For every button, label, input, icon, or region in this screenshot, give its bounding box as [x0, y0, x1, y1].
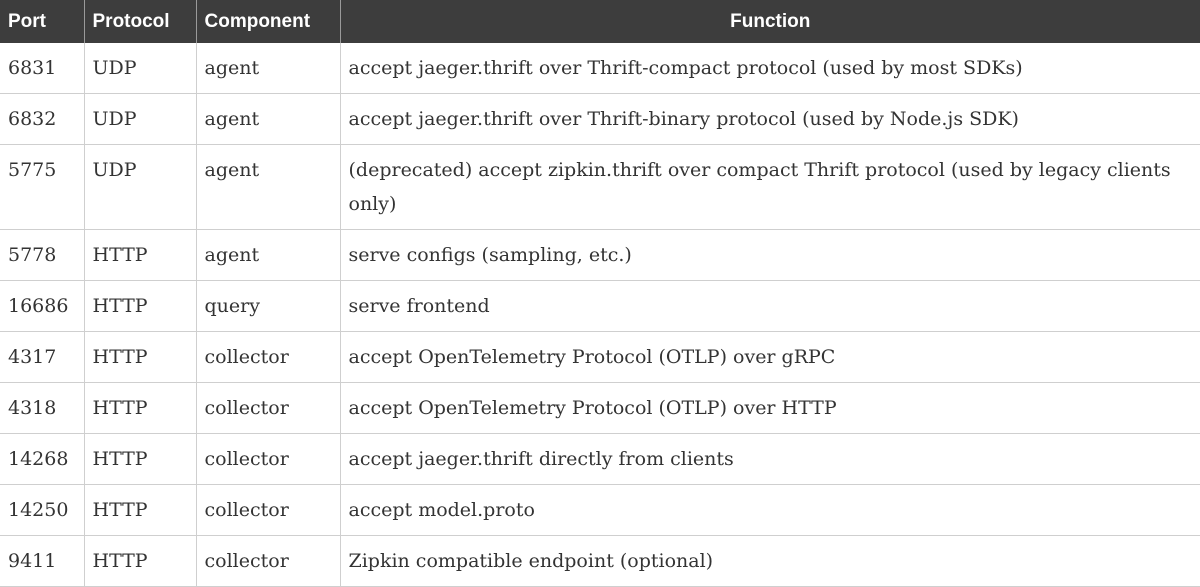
- port-cell: 4317: [0, 331, 85, 383]
- component-cell: collector: [196, 433, 341, 485]
- component-cell: agent: [196, 93, 341, 145]
- protocol-cell: UDP: [84, 144, 197, 230]
- table-row: 9411 HTTP collector Zipkin compatible en…: [0, 535, 1200, 587]
- port-cell: 16686: [0, 280, 85, 332]
- port-cell: 9411: [0, 535, 85, 587]
- port-cell: 6832: [0, 93, 85, 145]
- protocol-cell: HTTP: [84, 229, 197, 281]
- protocol-cell: HTTP: [84, 484, 197, 536]
- table-row: 4317 HTTP collector accept OpenTelemetry…: [0, 331, 1200, 383]
- table-row: 14268 HTTP collector accept jaeger.thrif…: [0, 433, 1200, 485]
- table-row: 6832 UDP agent accept jaeger.thrift over…: [0, 93, 1200, 145]
- function-cell: Zipkin compatible endpoint (optional): [340, 535, 1200, 587]
- function-cell: serve frontend: [340, 280, 1200, 332]
- protocol-cell: HTTP: [84, 331, 197, 383]
- table-row: 4318 HTTP collector accept OpenTelemetry…: [0, 382, 1200, 434]
- protocol-cell: HTTP: [84, 535, 197, 587]
- protocol-cell: HTTP: [84, 382, 197, 434]
- port-cell: 14250: [0, 484, 85, 536]
- header-protocol: Protocol: [84, 0, 197, 43]
- component-cell: collector: [196, 535, 341, 587]
- function-cell: serve configs (sampling, etc.): [340, 229, 1200, 281]
- component-cell: collector: [196, 484, 341, 536]
- port-cell: 6831: [0, 43, 85, 94]
- header-row: Port Protocol Component Function: [0, 0, 1200, 43]
- header-port: Port: [0, 0, 85, 43]
- table-row: 6831 UDP agent accept jaeger.thrift over…: [0, 43, 1200, 94]
- table-row: 5778 HTTP agent serve configs (sampling,…: [0, 229, 1200, 281]
- function-cell: accept jaeger.thrift over Thrift-compact…: [340, 43, 1200, 94]
- function-cell: (deprecated) accept zipkin.thrift over c…: [340, 144, 1200, 230]
- component-cell: collector: [196, 331, 341, 383]
- port-cell: 5775: [0, 144, 85, 230]
- port-cell: 5778: [0, 229, 85, 281]
- component-cell: agent: [196, 229, 341, 281]
- function-cell: accept jaeger.thrift directly from clien…: [340, 433, 1200, 485]
- port-cell: 4318: [0, 382, 85, 434]
- header-function: Function: [340, 0, 1200, 43]
- component-cell: collector: [196, 382, 341, 434]
- header-component: Component: [196, 0, 341, 43]
- component-cell: agent: [196, 43, 341, 94]
- table-row: 14250 HTTP collector accept model.proto: [0, 484, 1200, 536]
- protocol-cell: HTTP: [84, 433, 197, 485]
- component-cell: query: [196, 280, 341, 332]
- protocol-cell: UDP: [84, 93, 197, 145]
- function-cell: accept OpenTelemetry Protocol (OTLP) ove…: [340, 331, 1200, 383]
- table-row: 16686 HTTP query serve frontend: [0, 280, 1200, 332]
- table-row: 5775 UDP agent (deprecated) accept zipki…: [0, 144, 1200, 230]
- protocol-cell: UDP: [84, 43, 197, 94]
- function-cell: accept jaeger.thrift over Thrift-binary …: [340, 93, 1200, 145]
- protocol-cell: HTTP: [84, 280, 197, 332]
- component-cell: agent: [196, 144, 341, 230]
- port-cell: 14268: [0, 433, 85, 485]
- function-cell: accept OpenTelemetry Protocol (OTLP) ove…: [340, 382, 1200, 434]
- function-cell: accept model.proto: [340, 484, 1200, 536]
